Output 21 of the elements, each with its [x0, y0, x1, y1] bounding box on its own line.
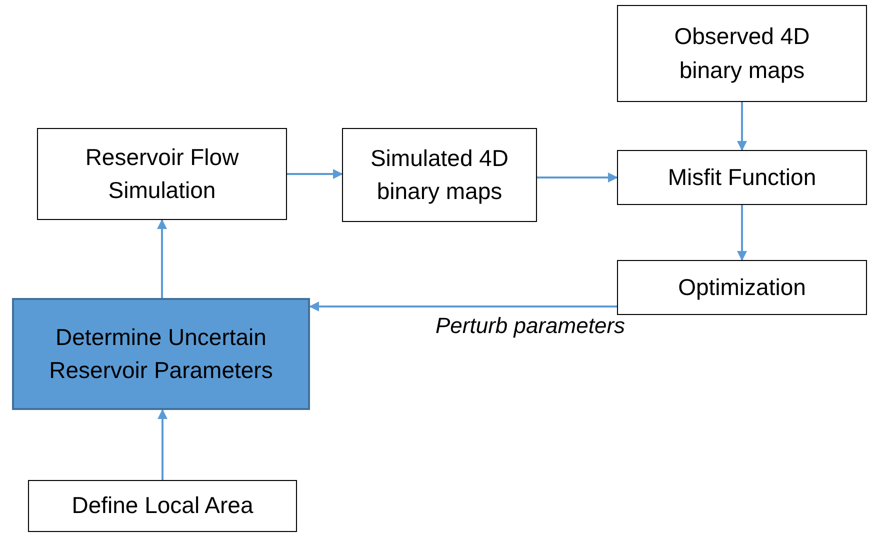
- process-box: [28, 480, 297, 532]
- process-box: [617, 260, 867, 315]
- node-label: Determine Uncertain Reservoir Parameters: [48, 322, 274, 385]
- node-label: Simulated 4D binary maps: [369, 144, 510, 206]
- arrow: [287, 169, 343, 179]
- process-box: [617, 150, 867, 205]
- arrow: [537, 172, 618, 182]
- arrow: [157, 219, 167, 298]
- node-label: Optimization: [678, 272, 806, 302]
- process-box: [37, 128, 287, 220]
- node-label: Observed 4D binary maps: [673, 22, 811, 85]
- arrow: [158, 409, 168, 480]
- highlighted-process-box: [12, 298, 310, 410]
- node-label: Reservoir Flow Simulation: [84, 142, 240, 205]
- process-box: [342, 128, 537, 222]
- arrow: [309, 302, 617, 312]
- node-label: Misfit Function: [668, 162, 816, 192]
- arrow: [737, 102, 747, 151]
- process-box: [617, 5, 867, 102]
- arrow: [737, 205, 747, 261]
- node-label: Define Local Area: [72, 491, 254, 520]
